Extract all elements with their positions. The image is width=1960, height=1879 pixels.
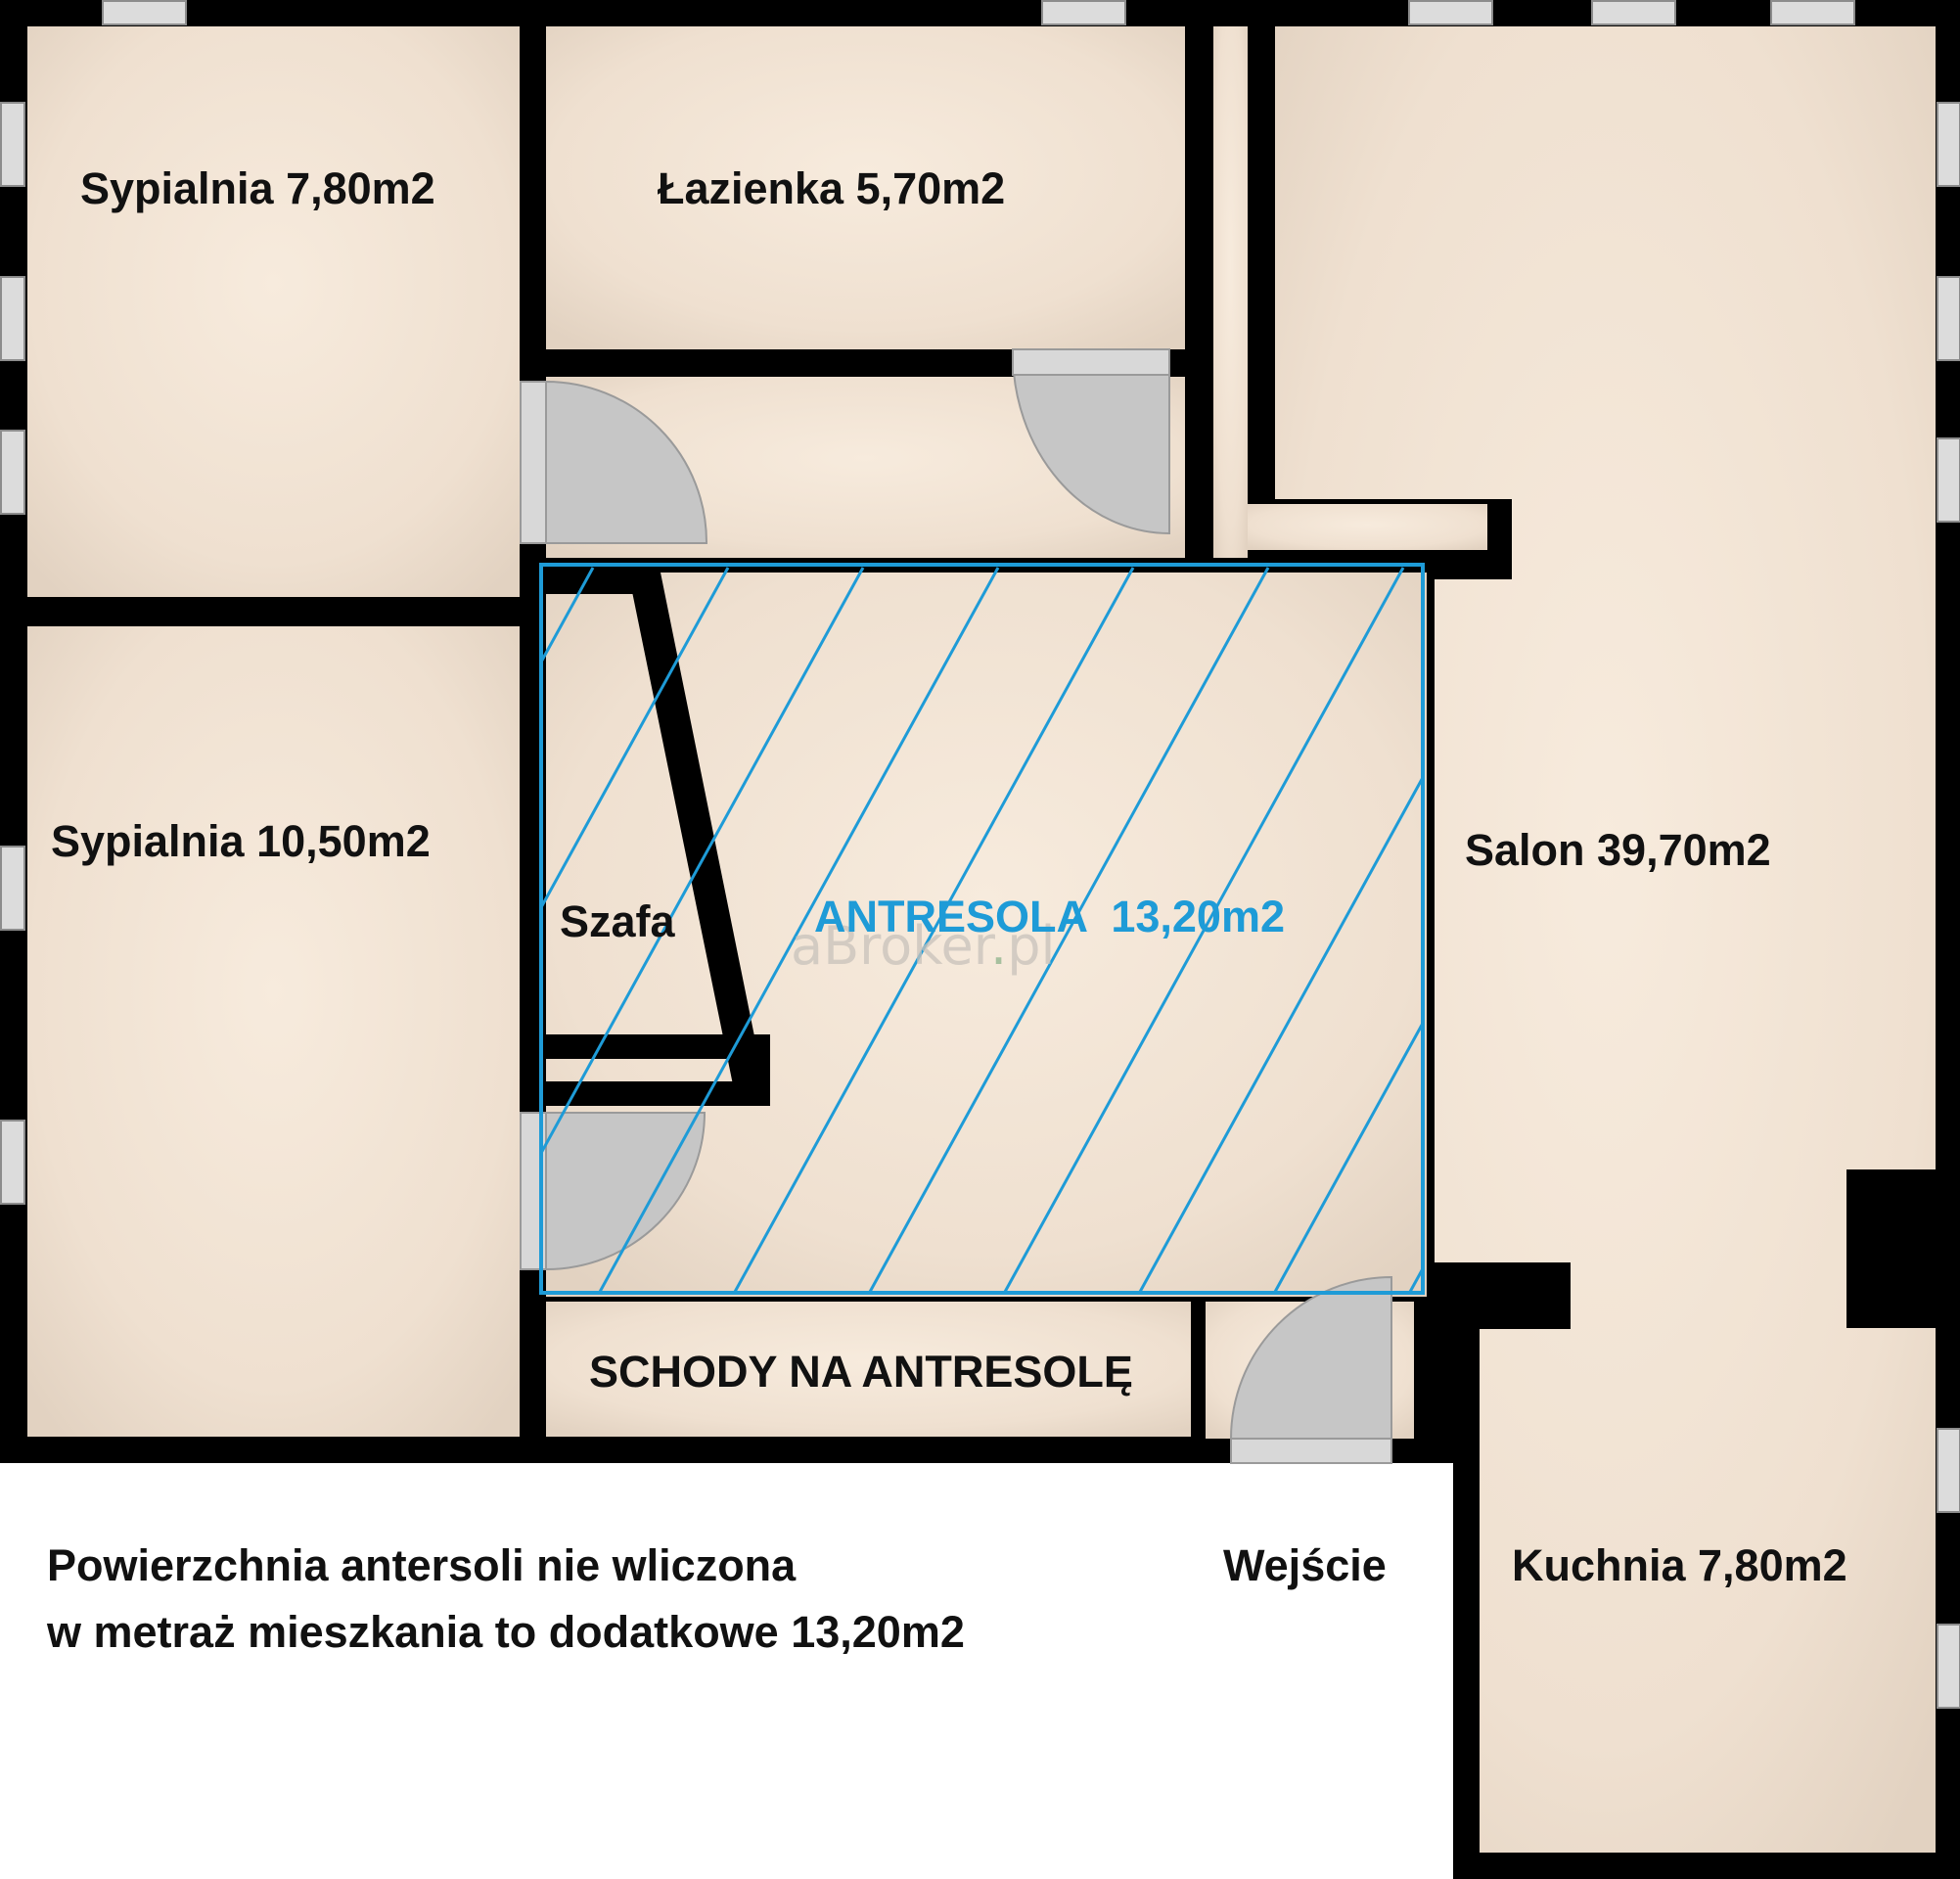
doors — [520, 348, 1392, 1464]
window — [1591, 0, 1676, 25]
window — [1937, 1624, 1960, 1709]
hatch-line — [868, 567, 1270, 1293]
hatch-line — [598, 567, 1000, 1293]
note-line-1: Powierzchnia antersoli nie wliczona — [47, 1540, 797, 1590]
floor-salon — [1275, 26, 1936, 1853]
label-mezzanine: ANTRESOLA 13,20m2 — [814, 892, 1285, 941]
window — [1770, 0, 1855, 25]
mezzanine-outline — [539, 563, 1425, 1295]
hatch-line — [541, 567, 730, 911]
window — [1937, 276, 1960, 361]
mezzanine-overlay — [539, 563, 1425, 1295]
label-bedroom-2: Sypialnia 10,50m2 — [51, 816, 431, 866]
label-entrance: Wejście — [1223, 1540, 1387, 1590]
hatch-line — [1138, 774, 1423, 1293]
window — [0, 430, 25, 515]
floor-right-strip — [1213, 26, 1248, 558]
label-bedroom-1: Sypialnia 7,80m2 — [80, 163, 435, 213]
wardrobe-walls — [543, 573, 770, 1106]
label-kitchen: Kuchnia 7,80m2 — [1512, 1540, 1847, 1590]
window — [102, 0, 187, 25]
window — [0, 276, 25, 361]
label-bathroom: Łazienka 5,70m2 — [658, 163, 1005, 213]
window — [1937, 102, 1960, 187]
hatch-line — [541, 567, 865, 1157]
floor-salon-nook — [1248, 504, 1487, 550]
hatch-line — [1003, 567, 1405, 1293]
watermark: aBroker.pl — [791, 915, 1055, 977]
window — [0, 846, 25, 931]
label-stairs: SCHODY NA ANTRESOLĘ — [589, 1347, 1133, 1397]
label-living-room: Salon 39,70m2 — [1465, 825, 1771, 875]
label-wardrobe: Szafa — [560, 896, 676, 946]
door-bedroom-2 — [545, 1112, 707, 1271]
floor-bedroom-1 — [27, 26, 520, 597]
hatch-line — [1273, 1020, 1423, 1293]
floor-bathroom — [546, 26, 1185, 349]
note-line-2: w metraż mieszkania to dodatkowe 13,20m2 — [46, 1607, 965, 1657]
window — [1408, 0, 1493, 25]
door-bedroom-1 — [545, 380, 708, 544]
floor-stairs — [546, 1302, 1191, 1437]
windows — [0, 0, 1960, 1709]
floor-bedroom-2 — [27, 626, 520, 1437]
window — [0, 102, 25, 187]
window — [1937, 1428, 1960, 1513]
floor-hall — [546, 573, 1427, 1297]
window — [1937, 437, 1960, 523]
hatch-line — [733, 567, 1135, 1293]
window — [1041, 0, 1126, 25]
door-entrance — [1229, 1275, 1392, 1440]
window — [0, 1120, 25, 1205]
door-bathroom — [1011, 351, 1170, 535]
labels: Sypialnia 7,80m2 Łazienka 5,70m2 Sypialn… — [46, 163, 1847, 1657]
